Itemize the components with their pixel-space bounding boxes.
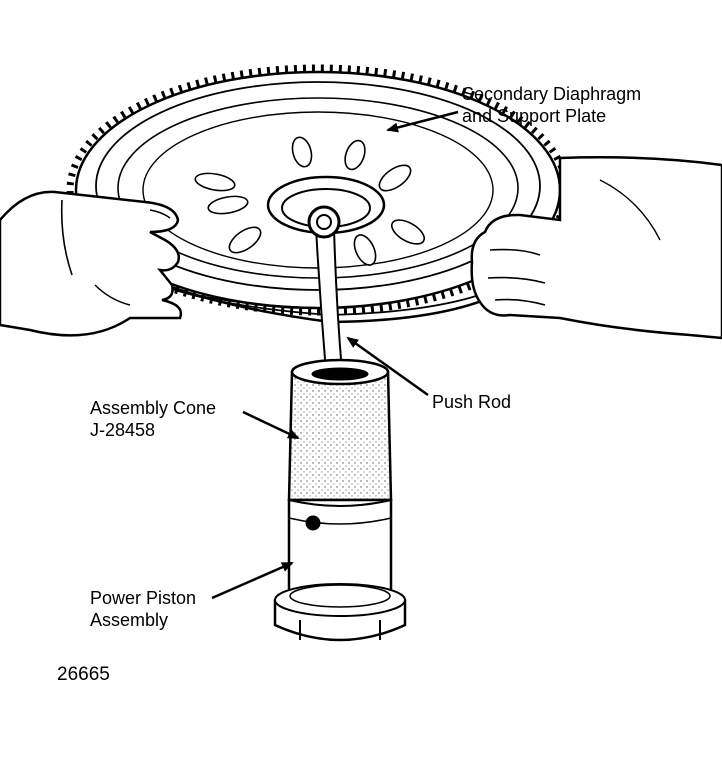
label-piston-assembly: Assembly	[90, 610, 169, 630]
push-rod	[307, 205, 344, 373]
figure-number: 26665	[57, 664, 110, 685]
power-piston	[273, 498, 407, 642]
assembly-cone	[287, 358, 393, 502]
label-cone-part-number: J-28458	[90, 420, 156, 440]
label-assembly-cone: Assembly Cone	[90, 398, 217, 418]
arrow-diaphragm	[386, 110, 459, 133]
left-hand	[0, 190, 183, 337]
arrow-piston	[211, 561, 294, 600]
right-hand	[470, 156, 722, 340]
label-secondary-diaphragm: Secondary Diaphragm	[462, 84, 642, 104]
label-support-plate: and Support Plate	[462, 106, 607, 126]
leader-arrows	[211, 110, 459, 600]
arrow-push-rod	[346, 336, 429, 397]
label-power-piston: Power Piston	[90, 588, 197, 608]
arrow-cone	[242, 410, 300, 440]
label-push-rod: Push Rod	[432, 392, 512, 412]
